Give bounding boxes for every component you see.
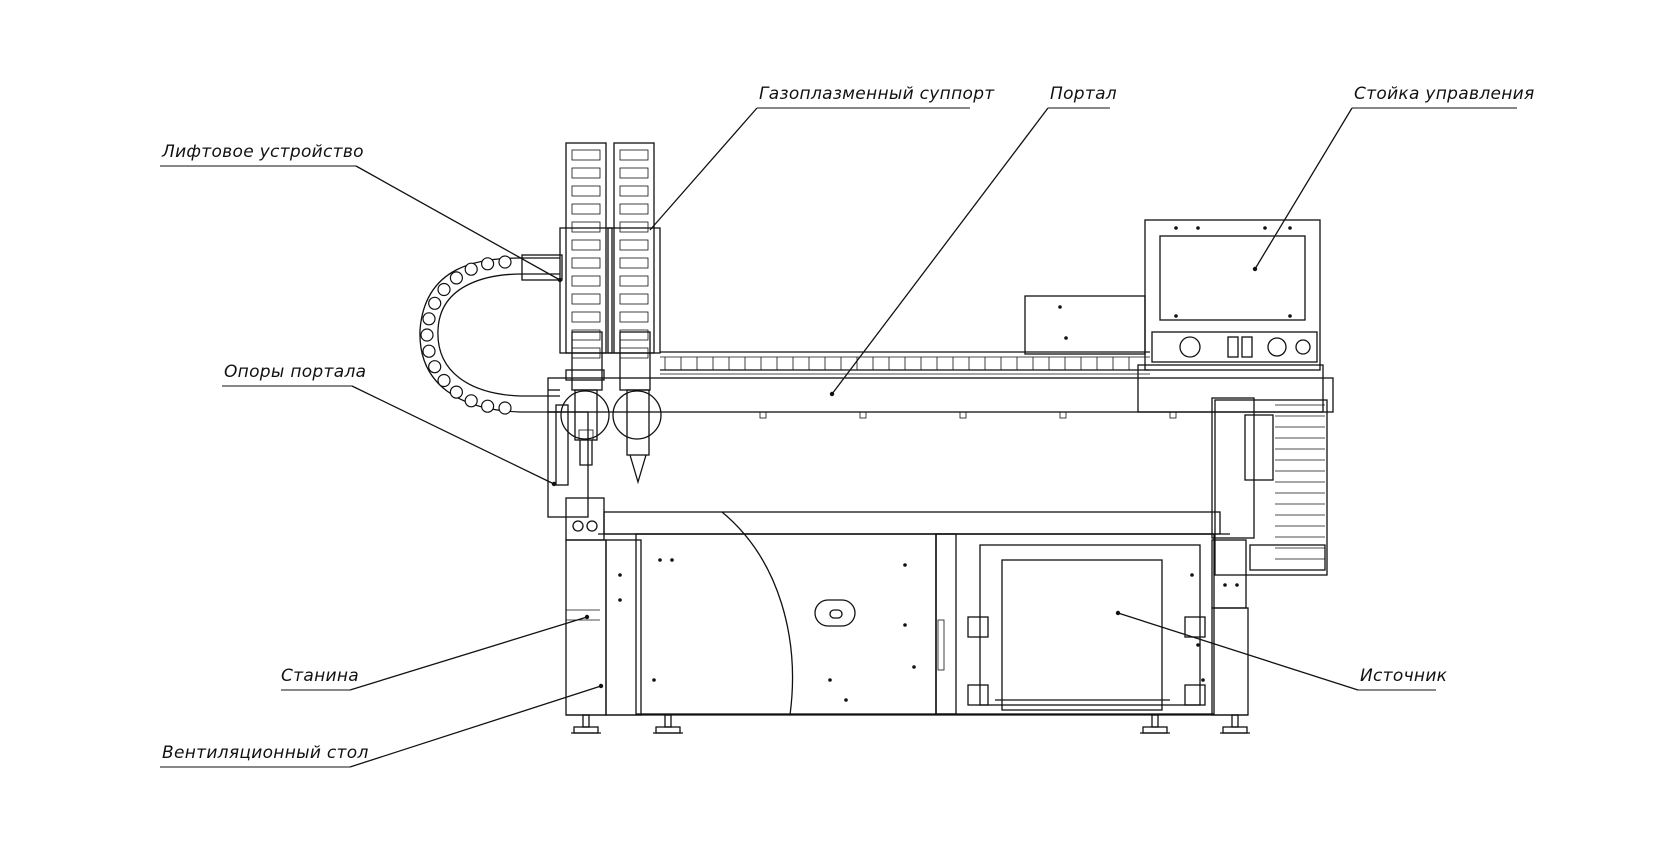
control-cabinet [1024,219,1328,576]
power-source [935,533,1215,715]
label-supports: Опоры портала [224,362,367,382]
levelling-feet [571,714,1250,734]
ventilation-table [635,511,957,716]
label-control: Стойка управления [1354,84,1535,104]
label-carriage: Газоплазменный суппорт [759,84,995,104]
portal-beam [547,351,1334,419]
label-portal: Портал [1050,84,1117,104]
frame [565,511,1249,716]
label-source: Источник [1360,666,1448,686]
fastener-dots [618,226,1292,702]
torches [555,331,662,486]
cable-chain-loop [419,255,560,415]
label-table: Вентиляционный стол [162,743,369,763]
leader-lines [160,107,1517,768]
lift-units [521,142,661,359]
label-frame: Станина [281,666,359,686]
right-portal-support [1211,397,1326,609]
label-lift: Лифтовое устройство [162,142,364,162]
